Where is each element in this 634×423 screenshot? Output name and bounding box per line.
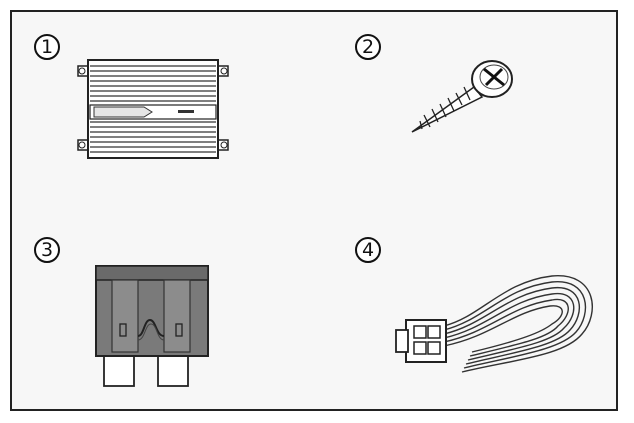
parts-diagram-frame: 1 [10, 10, 618, 411]
amplifier-icon [74, 54, 234, 174]
item-number-4: 4 [355, 237, 381, 263]
screw-icon [402, 47, 522, 147]
item-number-1: 1 [34, 34, 60, 60]
blade-fuse-icon [92, 264, 217, 394]
wire-harness-connector-icon [392, 264, 607, 394]
item-number-2: 2 [355, 34, 381, 60]
item-number-3: 3 [34, 237, 60, 263]
